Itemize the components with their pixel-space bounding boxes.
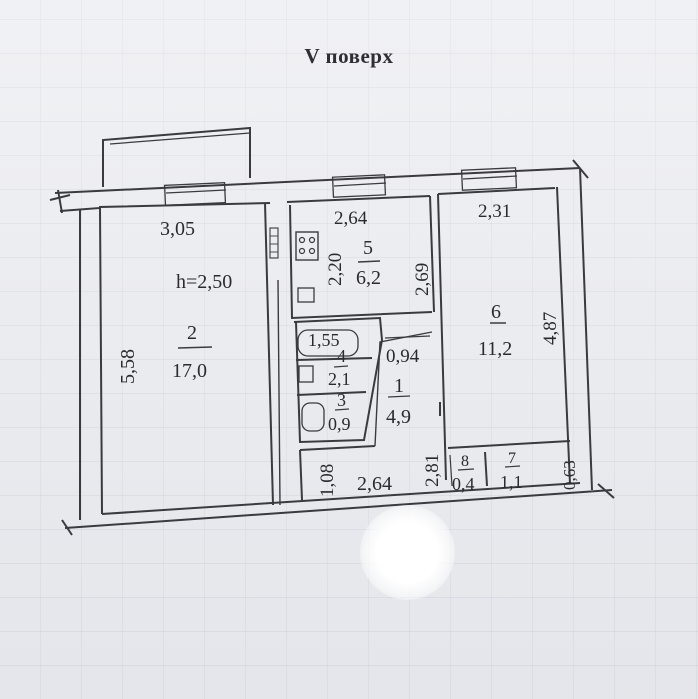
window-room6: [460, 167, 518, 191]
outer-wall-top: [54, 167, 581, 194]
dim-length-corridor: 1,08: [317, 464, 338, 497]
room1-number: 1: [394, 375, 404, 397]
window-kitchen: [331, 174, 387, 198]
dim-width-room6: 2,31: [478, 201, 511, 222]
radiator-icon: [269, 227, 279, 259]
dim-length-room5b: 2,69: [412, 263, 433, 296]
wall-kitchen: [289, 204, 433, 320]
outer-wall-left-inner: [99, 207, 103, 515]
dim-length-room2: 5,58: [117, 349, 139, 384]
room2-area: 17,0: [172, 360, 207, 382]
dim-width-room2: 3,05: [160, 218, 195, 240]
stove-icon: [295, 231, 319, 261]
dim-length-room7: 0,63: [560, 460, 579, 490]
dim-width-room5: 2,64: [334, 208, 368, 229]
dim-length-room6: 4,87: [540, 312, 561, 345]
room7-area: 1,1: [500, 472, 523, 492]
dim-length-room1: 2,81: [422, 454, 443, 487]
dim-width-corridor: 2,64: [357, 473, 392, 495]
washbasin-icon: [298, 365, 314, 383]
room8-number: 8: [461, 453, 469, 470]
toilet-icon: [301, 402, 325, 432]
wall-bathroom: [293, 316, 384, 444]
dim-width-room4: 1,55: [308, 330, 340, 350]
window-room2: [163, 181, 227, 207]
sink-icon: [297, 287, 315, 303]
outer-wall-bottom: [64, 489, 613, 529]
room8-area: 0,4: [452, 474, 475, 494]
balcony-outline: [102, 126, 251, 187]
room4-area: 2,1: [328, 369, 351, 389]
dim-length-room5: 2,20: [325, 253, 346, 286]
ceiling-height: h=2,50: [176, 271, 232, 293]
room1-area: 4,9: [386, 406, 411, 428]
room2-number: 2: [187, 322, 197, 344]
floor-title: V поверх: [304, 44, 394, 68]
bathtub-icon: [297, 329, 359, 357]
dim-width-room1: 0,94: [386, 346, 420, 367]
room6-number: 6: [491, 301, 501, 323]
room4-number: 4: [337, 346, 346, 366]
room7-number: 7: [508, 450, 516, 467]
room6-area: 11,2: [478, 338, 512, 360]
room3-area: 0,9: [328, 414, 351, 434]
outer-wall-right: [579, 167, 593, 491]
room5-area: 6,2: [356, 267, 381, 289]
outer-wall-right-inner: [556, 186, 571, 485]
outer-wall-bottom-inner: [101, 482, 581, 515]
room3-number: 3: [337, 390, 346, 410]
wall-room2-right: [264, 202, 274, 506]
room5-number: 5: [363, 237, 373, 259]
